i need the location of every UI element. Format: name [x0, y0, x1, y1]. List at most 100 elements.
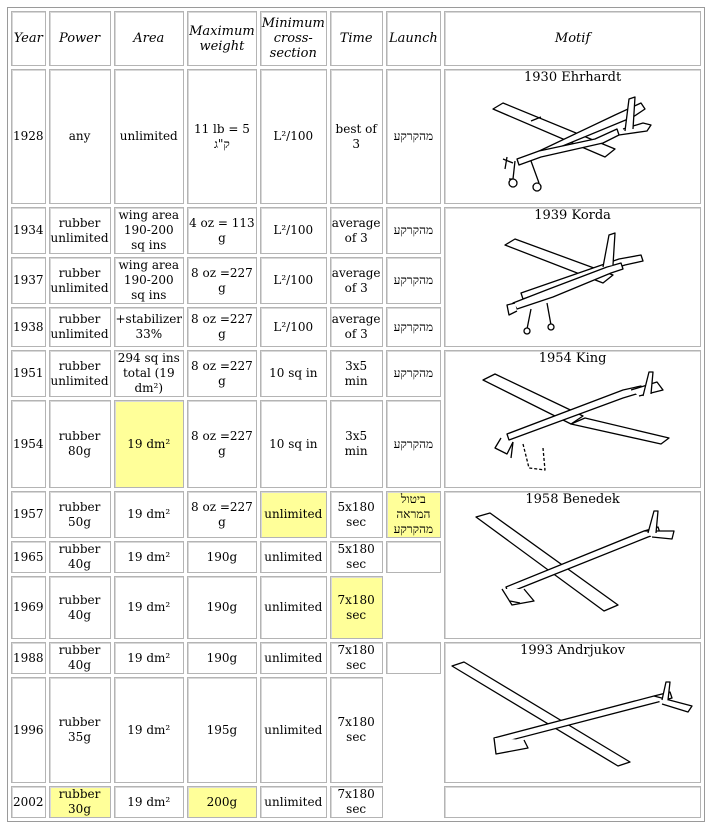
motif-cell: 1993 Andrjukov	[444, 642, 701, 783]
cross-section-cell: unlimited	[259, 491, 327, 538]
time-cell: best of 3	[329, 69, 383, 204]
year-cell: 1996	[11, 677, 46, 783]
motif-cell: 1958 Benedek	[444, 491, 701, 639]
weight-cell: 8 oz =227 g	[187, 350, 257, 397]
cross-section-cell: L²/100	[259, 257, 327, 304]
year-cell: 1928	[11, 69, 46, 204]
time-cell: 7x180 sec	[329, 677, 383, 783]
area-cell: wing area 190-200 sq ins	[113, 257, 185, 304]
benedek-airplane-drawing	[474, 510, 675, 612]
area-cell: 19 dm²	[113, 677, 185, 783]
cross-section-cell: unlimited	[259, 576, 327, 639]
year-cell: 1934	[11, 207, 46, 254]
area-cell: wing area 190-200 sq ins	[113, 207, 185, 254]
area-cell: +stabilizer 33%	[113, 307, 185, 347]
cross-section-cell: unlimited	[259, 677, 327, 783]
table-row: 1988 rubber 40g 19 dm² 190g unlimited 7x…	[11, 642, 701, 783]
launch-cell: מהקרקע	[385, 69, 442, 204]
power-cell: rubber 40g	[48, 642, 111, 674]
year-cell: 1988	[11, 642, 46, 674]
power-cell: rubber unlimited	[48, 207, 111, 254]
power-cell: rubber 50g	[48, 491, 111, 538]
header-power: Power	[48, 11, 111, 66]
time-cell: average of 3	[329, 257, 383, 304]
header-time: Time	[329, 11, 383, 66]
king-airplane-drawing	[481, 371, 670, 471]
motif-caption: 1958 Benedek	[525, 492, 620, 507]
header-row: Year Power Area Maximum weight Minimum c…	[11, 11, 701, 66]
motif-caption: 1954 King	[538, 351, 607, 366]
time-cell: 7x180 sec	[329, 642, 383, 674]
year-cell: 1957	[11, 491, 46, 538]
launch-cell-empty	[386, 677, 442, 783]
area-cell: 19 dm²	[113, 576, 185, 639]
year-cell: 2002	[11, 786, 46, 818]
cross-section-cell: L²/100	[259, 207, 327, 254]
weight-cell: 190g	[187, 576, 257, 639]
motif-caption: 1993 Andrjukov	[520, 643, 626, 658]
motif-cell: 1939 Korda	[444, 207, 701, 347]
weight-cell: 8 oz =227 g	[187, 257, 257, 304]
header-launch: Launch	[385, 11, 442, 66]
area-cell: 19 dm²	[113, 491, 185, 538]
launch-cell	[385, 642, 442, 674]
weight-cell: 190g	[187, 642, 257, 674]
cross-section-cell: L²/100	[259, 307, 327, 347]
table-row: 1957 rubber 50g 19 dm² 8 oz =227 g unlim…	[11, 491, 701, 639]
table-row: 1965 rubber 40g 19 dm² 190g unlimited 5x…	[11, 541, 701, 573]
power-cell: any	[48, 69, 111, 204]
year-cell: 1951	[11, 350, 46, 397]
motif-cell: 1930 Ehrhardt	[444, 69, 701, 204]
power-cell: rubber unlimited	[48, 257, 111, 304]
ehrhardt-airplane-drawing	[491, 96, 652, 192]
motif-cell: 1954 King	[444, 350, 701, 488]
area-cell: 19 dm²	[113, 642, 185, 674]
launch-cell	[385, 541, 442, 573]
time-cell: average of 3	[329, 307, 383, 347]
weight-cell: 8 oz =227 g	[187, 491, 257, 538]
header-year: Year	[11, 11, 46, 66]
motif-caption: 1939 Korda	[534, 208, 611, 223]
year-cell: 1938	[11, 307, 46, 347]
power-cell: rubber 30g	[48, 786, 111, 818]
weight-cell: 8 oz =227 g	[187, 400, 257, 488]
table-row: 1951 rubber unlimited 294 sq ins total (…	[11, 350, 701, 488]
table-row: 1928 any unlimited 11 lb = 5 ק"ג L²/100 …	[11, 69, 701, 204]
korda-airplane-drawing	[503, 232, 644, 335]
andrjukov-airplane-drawing	[450, 661, 693, 767]
area-cell: 294 sq ins total (19 dm²)	[113, 350, 185, 397]
power-cell: rubber unlimited	[48, 350, 111, 397]
launch-cell: מהקרקע	[385, 307, 442, 347]
year-cell: 1954	[11, 400, 46, 488]
header-motif: Motif	[444, 11, 701, 66]
launch-cell: מהקרקע	[385, 257, 442, 304]
motif-caption: 1930 Ehrhardt	[524, 70, 622, 85]
year-cell: 1969	[11, 576, 46, 639]
table-row: 1938 rubber unlimited +stabilizer 33% 8 …	[11, 307, 701, 347]
launch-cell	[386, 576, 442, 639]
launch-cell: מהקרקע	[385, 350, 442, 397]
area-cell: unlimited	[113, 69, 185, 204]
time-cell: average of 3	[329, 207, 383, 254]
time-cell: 7x180 sec	[329, 786, 383, 818]
cross-section-cell: unlimited	[259, 786, 327, 818]
power-cell: rubber 80g	[48, 400, 111, 488]
weight-cell: 8 oz =227 g	[187, 307, 257, 347]
wakefield-rules-table: Year Power Area Maximum weight Minimum c…	[7, 7, 705, 822]
launch-cell: מהקרקע	[385, 400, 442, 488]
weight-cell: 4 oz = 113 g	[187, 207, 257, 254]
cross-section-cell: 10 sq in	[259, 400, 327, 488]
area-cell: 19 dm²	[113, 400, 185, 488]
cross-section-cell: L²/100	[259, 69, 327, 204]
weight-cell: 11 lb = 5 ק"ג	[187, 69, 257, 204]
power-cell: rubber 35g	[48, 677, 111, 783]
cross-section-cell: unlimited	[259, 541, 327, 573]
area-cell: 19 dm²	[113, 541, 185, 573]
table-row: 2002 rubber 30g 19 dm² 200g unlimited 7x…	[11, 786, 701, 818]
power-cell: rubber 40g	[48, 576, 111, 639]
weight-cell: 200g	[187, 786, 257, 818]
motif-cell-empty	[444, 786, 701, 818]
time-cell: 3x5 min	[329, 350, 383, 397]
weight-cell: 190g	[187, 541, 257, 573]
launch-cell: מהקרקע	[385, 207, 442, 254]
